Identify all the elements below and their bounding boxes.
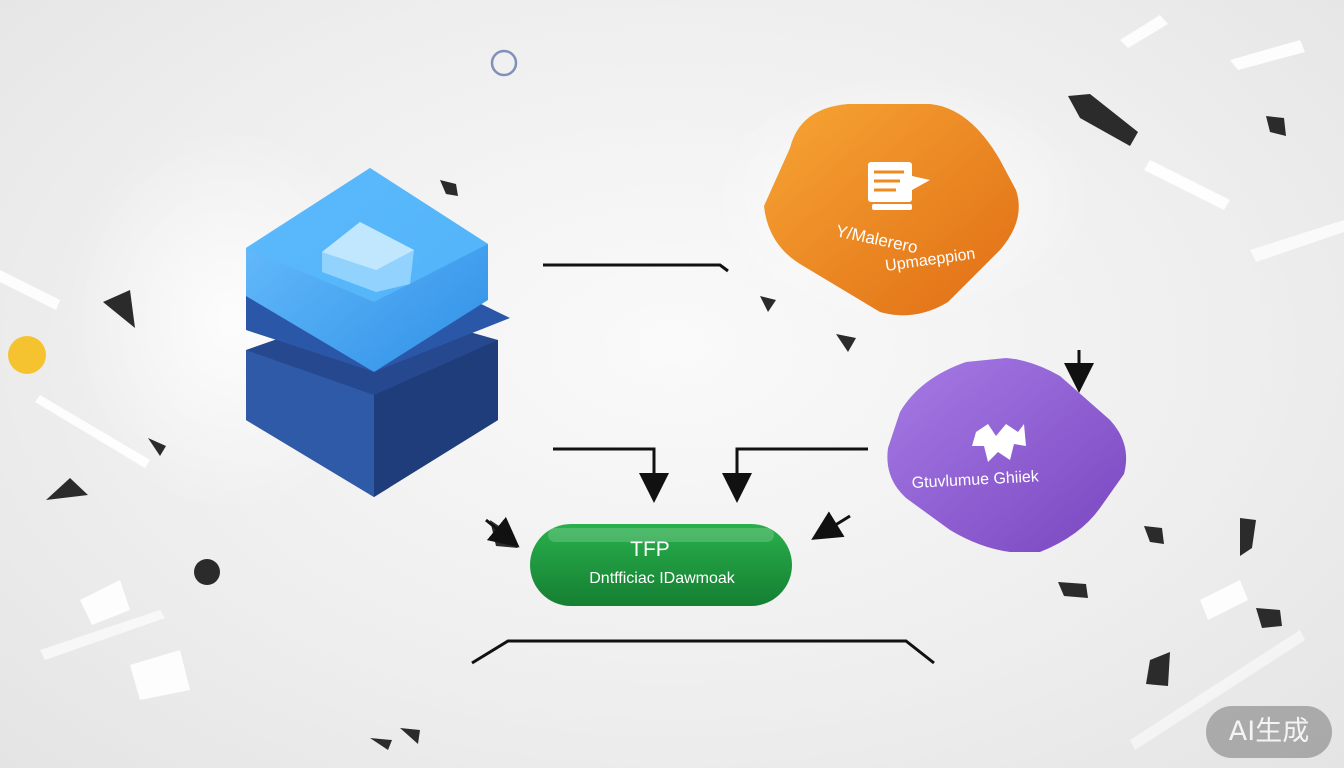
connector-right-down [722,447,868,503]
connector-left-down [553,447,669,503]
outline-circle [490,49,518,77]
scattered-shards [46,94,1286,750]
yellow-dot [8,336,46,374]
green-node[interactable]: TFP Dntfficiac IDawmoak [530,524,792,606]
green-node-title: TFP [630,538,670,561]
connectors [471,263,1094,665]
orange-node[interactable]: Y/Malerero Upmaeppion [764,104,1019,316]
purple-node-label: Gtuvlumue Ghiiek [911,468,1040,492]
blue-cube-node[interactable] [246,168,510,497]
ai-generated-watermark: AI生成 [1206,706,1332,758]
connector-to-green-right [811,511,851,540]
green-node-subtitle: Dntfficiac IDawmoak [589,570,736,587]
wolf-emblem-icon [972,424,1026,462]
connector-top [543,263,729,273]
connector-bottom-bracket [471,639,935,665]
stacked-cube-icon [322,222,414,292]
document-icon [868,162,930,210]
purple-node[interactable]: Gtuvlumue Ghiiek [887,358,1127,552]
connector-to-green-left [485,516,520,548]
